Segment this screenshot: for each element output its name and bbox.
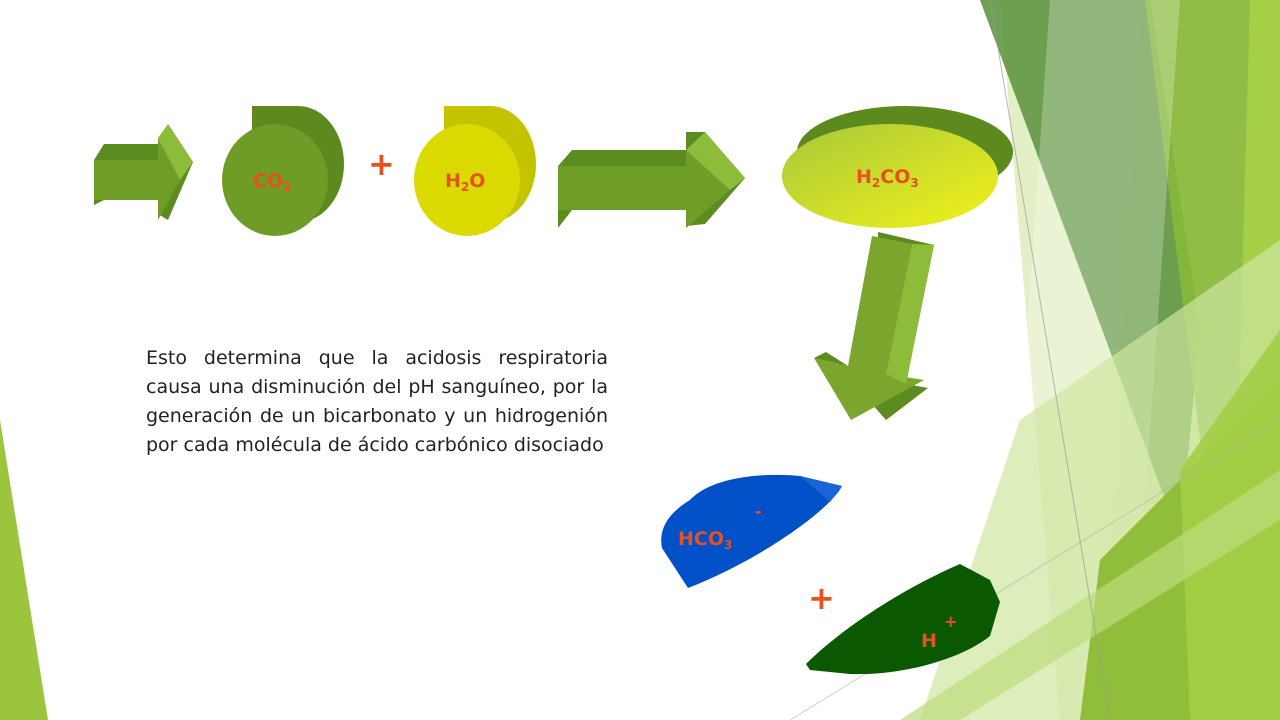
arrow-right-1	[94, 124, 193, 220]
plus-sign-bottom: +	[808, 579, 835, 617]
explanation-text: Esto determina que la acidosis respirato…	[146, 347, 608, 456]
arrow-down	[814, 232, 934, 420]
hco3-shape	[661, 474, 842, 588]
hco3-charge: -	[755, 502, 762, 521]
arrow-right-2	[558, 132, 745, 228]
h2o-label: H2O	[445, 170, 486, 194]
h2co3-label: H2CO3	[856, 166, 919, 190]
co2-cylinder	[222, 106, 344, 236]
co2-label: CO2	[253, 170, 292, 194]
hco3-label: HCO3	[678, 528, 733, 552]
background-decoration-right	[789, 0, 1280, 720]
h-plus-charge: +	[944, 612, 958, 631]
h-plus-shape	[806, 564, 1000, 675]
h2o-cylinder	[414, 106, 536, 236]
background-decoration-left	[0, 420, 48, 720]
h-plus-label: H	[921, 630, 937, 652]
h2co3-disk	[782, 106, 1013, 228]
plus-sign-top: +	[368, 145, 395, 183]
